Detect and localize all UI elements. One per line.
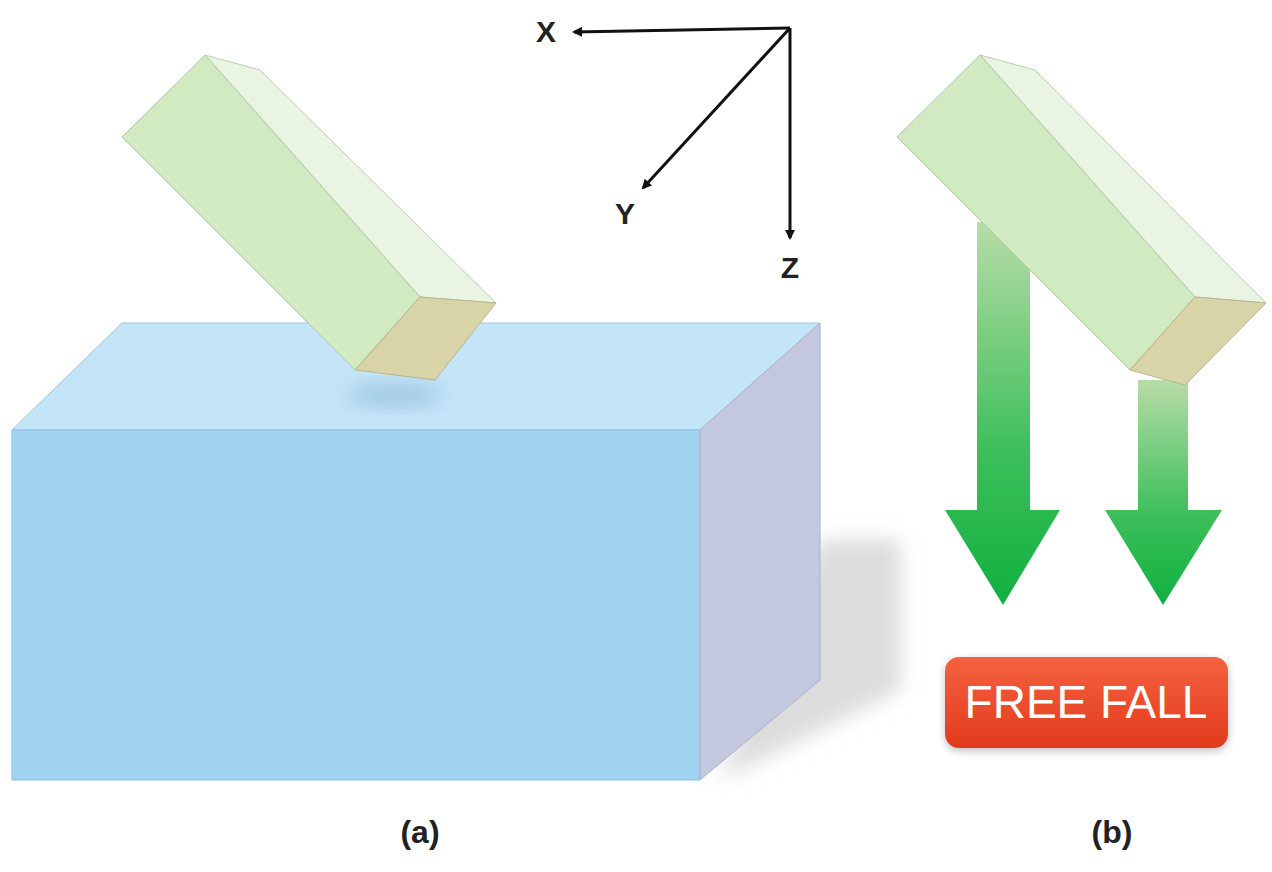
axis-label: X [536, 15, 556, 49]
bar-shadow [347, 385, 443, 405]
x-axis [574, 28, 790, 32]
badge-text: FREE FALL [965, 675, 1208, 729]
z-axis [789, 28, 792, 238]
box-front [12, 430, 700, 780]
fall-arrow [1105, 380, 1222, 605]
bar-end [355, 297, 496, 380]
figure-label: (b) [1092, 814, 1133, 851]
bar-end [1130, 297, 1266, 385]
figure-label: (a) [400, 814, 439, 851]
y-axis [643, 28, 790, 188]
bar-face [897, 55, 1195, 370]
bar-face [122, 55, 420, 370]
axis-label: Z [781, 251, 799, 285]
axis-label: Y [615, 197, 635, 231]
free-fall-badge: FREE FALL [945, 657, 1228, 748]
box-side [700, 323, 820, 780]
